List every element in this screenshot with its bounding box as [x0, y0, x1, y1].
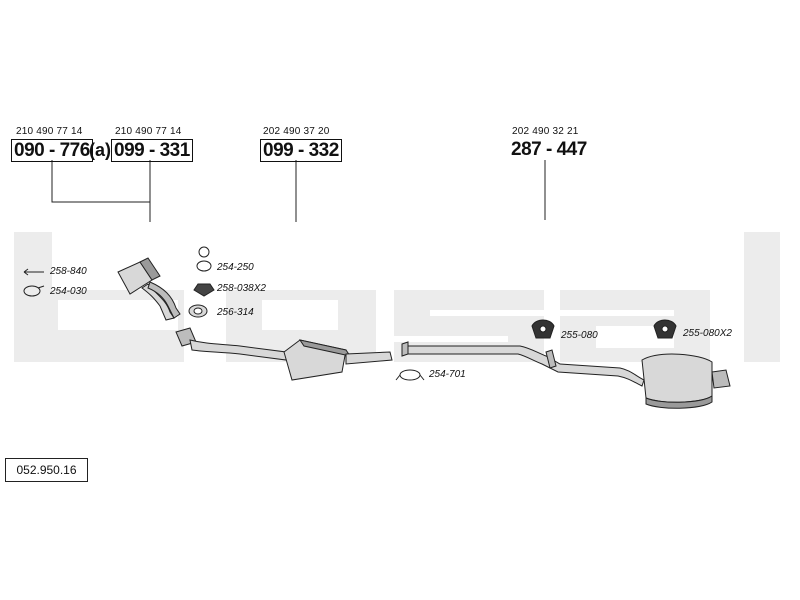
exhaust-system [117, 257, 731, 409]
part-suffix: (a) [89, 140, 111, 160]
fitting-ref[interactable]: 255-080X2 [683, 328, 732, 339]
fitting-ref[interactable]: 254-030 [50, 286, 87, 297]
watermark-logo [14, 232, 780, 362]
oem-number: 210 490 77 14 [16, 126, 83, 137]
intermediate-pipe-part [401, 341, 645, 387]
spring-clamp-icon [196, 246, 212, 272]
fitting-ref[interactable]: 255-080 [561, 330, 598, 341]
oem-number: 202 490 32 21 [512, 126, 579, 137]
part-number[interactable]: 099 - 331 [111, 139, 193, 162]
front-catalyst-part [117, 257, 181, 321]
exhaust-hanger-icon [653, 319, 677, 339]
oem-number: 202 490 37 20 [263, 126, 330, 137]
clamp-ring-icon [23, 285, 45, 297]
clip-arrow-icon [23, 268, 44, 276]
fitting-ref[interactable]: 258-840 [50, 266, 87, 277]
fitting-ref[interactable]: 258-038X2 [217, 283, 266, 294]
oem-number: 210 490 77 14 [115, 126, 182, 137]
diagram-number: 052.950.16 [5, 458, 88, 482]
part-number[interactable]: 287 - 447 [511, 139, 587, 160]
leader-lines [51, 160, 546, 222]
fitting-ref[interactable]: 256-314 [217, 307, 254, 318]
exhaust-hanger-icon [531, 319, 555, 339]
part-number[interactable]: 099 - 332 [260, 139, 342, 162]
rear-silencer-part [641, 353, 731, 409]
rubber-mount-icon [193, 283, 215, 297]
fitting-ref[interactable]: 254-250 [217, 262, 254, 273]
mid-catalyst-part [283, 339, 393, 381]
part-number[interactable]: 090 - 776 [11, 139, 93, 162]
pipe-clamp-icon [395, 369, 425, 381]
fitting-ref[interactable]: 254-701 [429, 369, 466, 380]
gasket-ring-icon [188, 304, 208, 318]
